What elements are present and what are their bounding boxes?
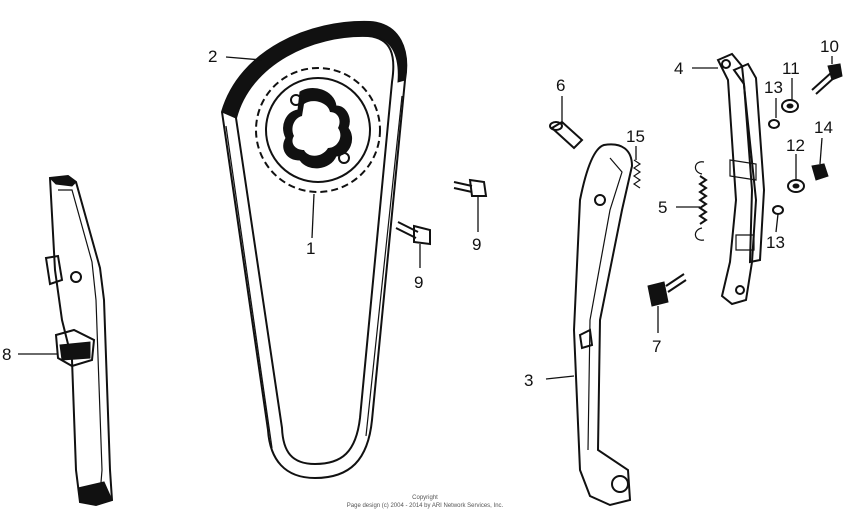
leader-lines xyxy=(18,56,833,380)
label-part-1: 1 xyxy=(306,239,315,258)
bolt-upper xyxy=(453,178,488,197)
label-part-5: 5 xyxy=(658,198,667,217)
label-part-6: 6 xyxy=(556,76,565,95)
part-labels: 1 2 3 4 5 6 7 8 9 9 10 11 12 13 13 14 15 xyxy=(2,37,839,390)
washer-13-upper xyxy=(768,119,780,129)
tensioner-arm xyxy=(716,52,766,306)
label-part-2: 2 xyxy=(208,47,217,66)
tensioner-guide xyxy=(572,143,634,507)
washer-13-lower xyxy=(772,205,784,215)
label-part-9-lower: 9 xyxy=(414,273,423,292)
copyright-line-2: Page design (c) 2004 - 2014 by ARI Netwo… xyxy=(347,503,504,509)
small-spring xyxy=(632,159,642,189)
washer-11 xyxy=(781,99,799,113)
label-part-14: 14 xyxy=(814,118,833,137)
label-part-8: 8 xyxy=(2,345,11,364)
label-part-4: 4 xyxy=(674,59,683,78)
bolt-10 xyxy=(811,63,843,95)
cam-sprocket xyxy=(255,67,381,193)
washer-12 xyxy=(787,179,805,193)
label-part-3: 3 xyxy=(524,371,533,390)
pivot-pin xyxy=(549,120,584,150)
cam-chain xyxy=(220,20,408,480)
label-part-11: 11 xyxy=(782,59,800,78)
bolt-lower xyxy=(395,221,431,246)
label-part-9-upper: 9 xyxy=(472,235,481,254)
label-part-7: 7 xyxy=(652,337,661,356)
tensioner-bolt xyxy=(647,273,687,307)
chain-guide-left xyxy=(44,174,114,507)
label-part-13-lower: 13 xyxy=(766,233,785,252)
copyright-line-1: Copyright xyxy=(412,495,438,501)
label-part-13-upper: 13 xyxy=(764,78,783,97)
label-part-12: 12 xyxy=(786,136,805,155)
label-part-15: 15 xyxy=(626,127,645,146)
nut-14 xyxy=(811,163,829,181)
tension-spring xyxy=(694,161,708,241)
copyright-notice: Copyright Page design (c) 2004 - 2014 by… xyxy=(347,495,504,509)
label-part-10: 10 xyxy=(820,37,839,56)
